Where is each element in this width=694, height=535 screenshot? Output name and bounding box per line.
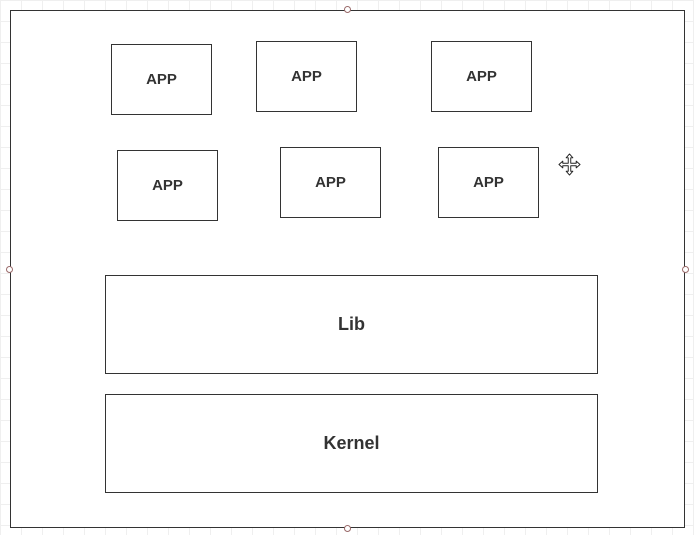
- app-label: APP: [315, 174, 346, 191]
- app-label: APP: [152, 177, 183, 194]
- app-box-5[interactable]: APP: [280, 147, 381, 218]
- lib-label: Lib: [338, 314, 365, 334]
- app-label: APP: [291, 68, 322, 85]
- app-label: APP: [146, 71, 177, 88]
- app-label: APP: [466, 68, 497, 85]
- app-box-6[interactable]: APP: [438, 147, 539, 218]
- resize-handle-bottom[interactable]: [344, 525, 351, 532]
- move-cursor-icon: [558, 153, 581, 176]
- kernel-label: Kernel: [323, 433, 380, 453]
- resize-handle-top[interactable]: [344, 6, 351, 13]
- lib-box[interactable]: Lib: [105, 275, 598, 374]
- app-box-1[interactable]: APP: [111, 44, 212, 115]
- resize-handle-right[interactable]: [682, 266, 689, 273]
- resize-handle-left[interactable]: [6, 266, 13, 273]
- app-box-3[interactable]: APP: [431, 41, 532, 112]
- app-box-4[interactable]: APP: [117, 150, 218, 221]
- kernel-box[interactable]: Kernel: [105, 394, 598, 493]
- app-label: APP: [473, 174, 504, 191]
- app-box-2[interactable]: APP: [256, 41, 357, 112]
